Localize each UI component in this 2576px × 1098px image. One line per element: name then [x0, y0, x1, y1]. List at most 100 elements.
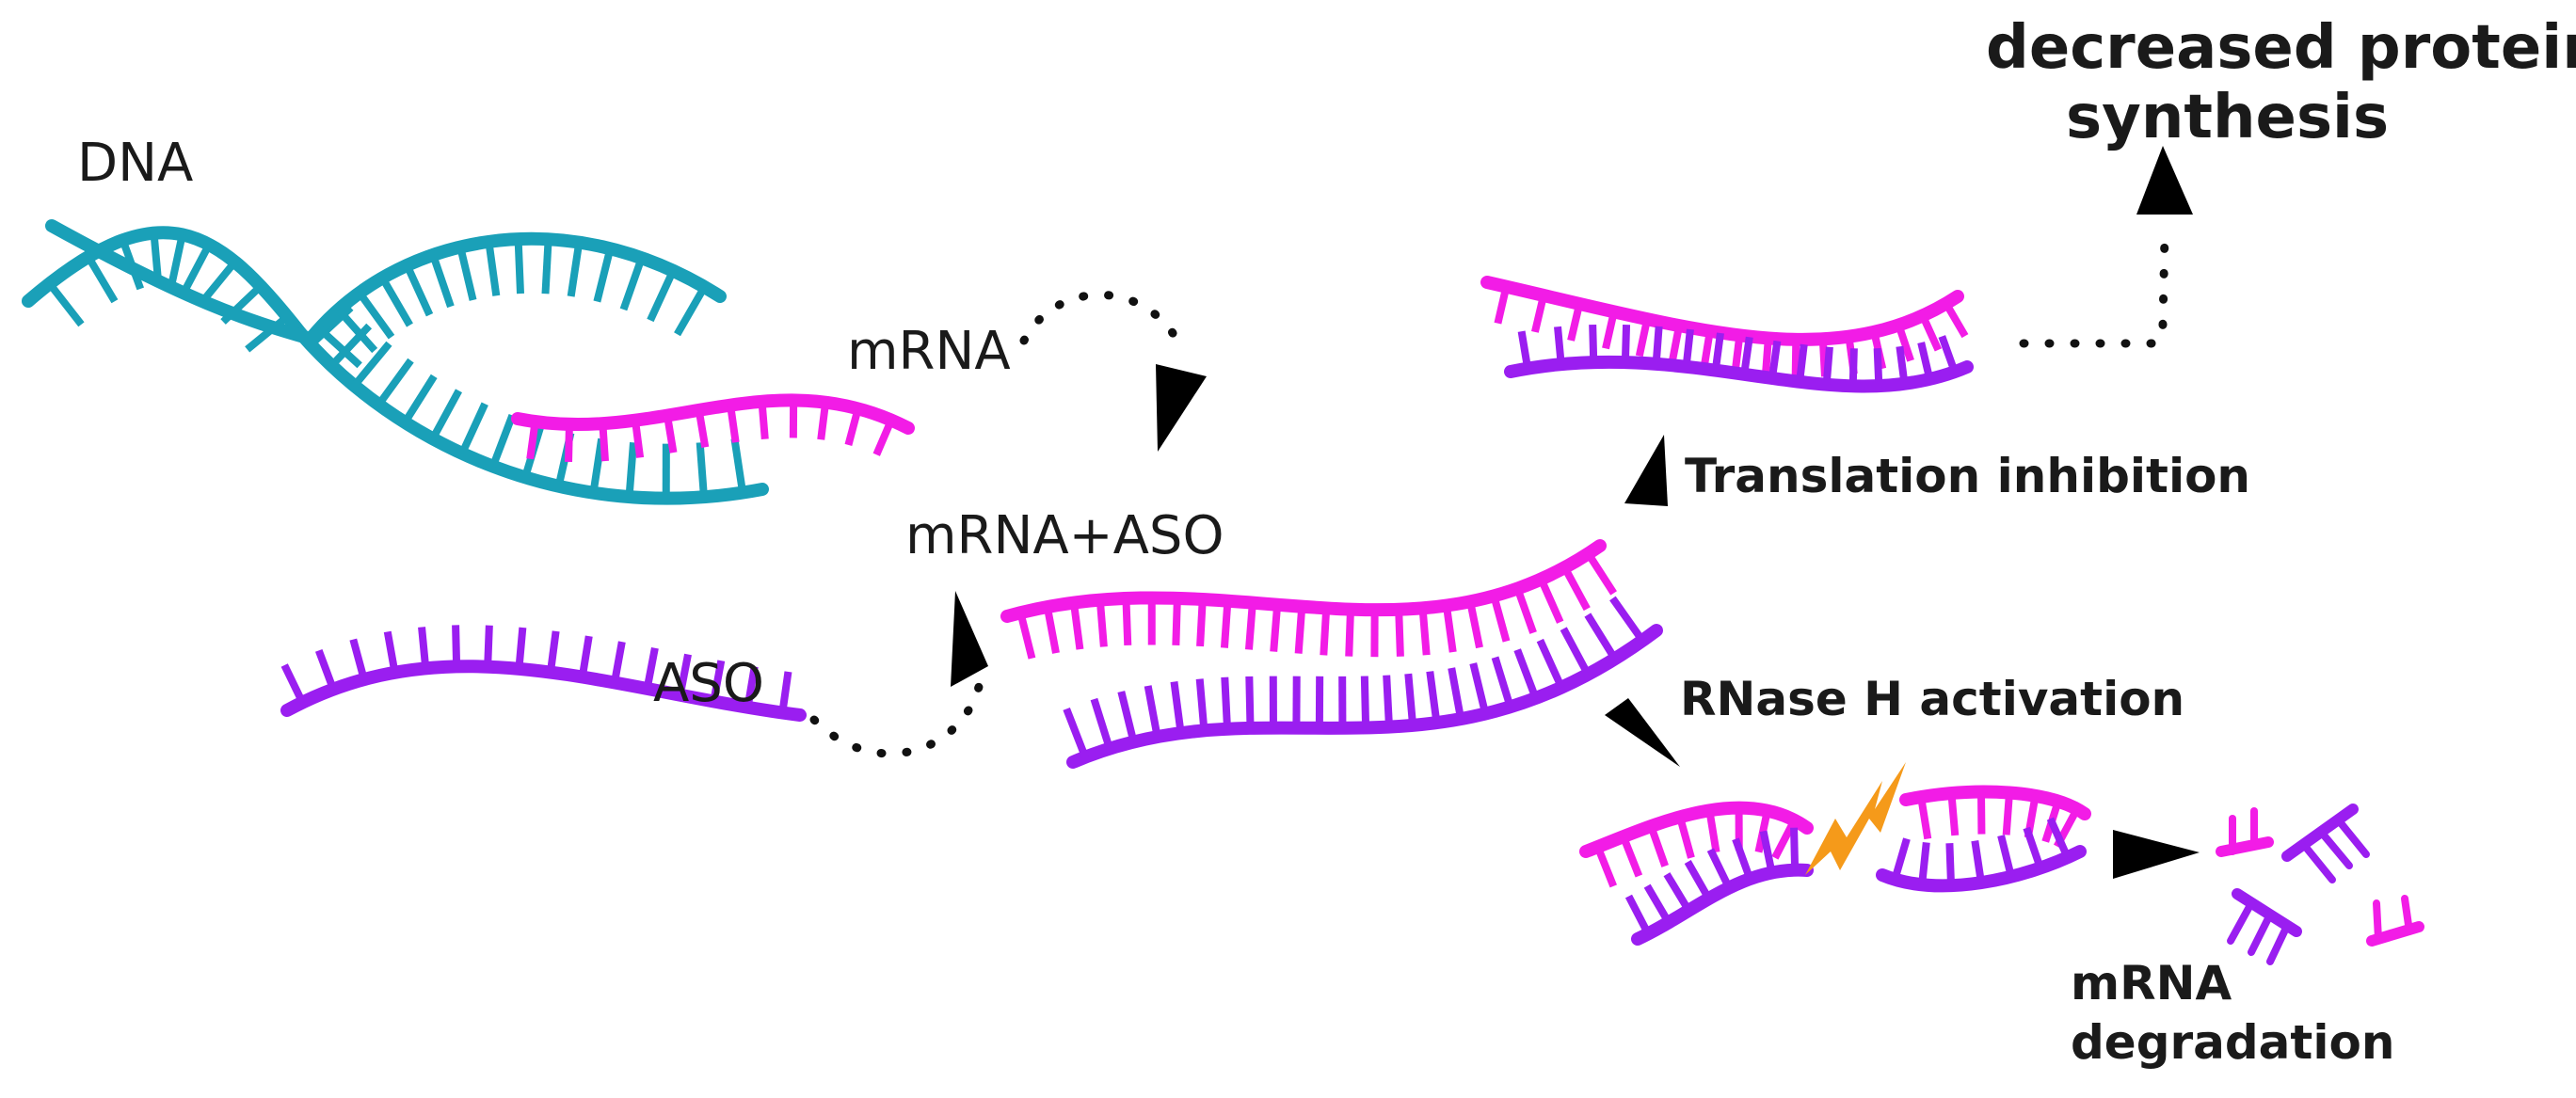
duplex-mrna-base — [1122, 597, 1132, 646]
dna-strand-b2-base — [335, 307, 378, 354]
mrna-transcript — [511, 393, 915, 463]
ti-aso-base — [1938, 335, 1959, 374]
duplex-mrna-base — [1442, 605, 1457, 653]
duplex-mrna-base — [1585, 551, 1617, 596]
dna-strand-b2-base — [647, 269, 677, 323]
aso-base — [744, 665, 759, 708]
ti-aso-base — [1896, 345, 1909, 385]
fragment-aso-a-base — [2300, 841, 2336, 883]
mrna-base — [664, 414, 678, 454]
fragment-aso-b-base — [2248, 911, 2274, 956]
duplex-mrna-base — [1320, 608, 1331, 656]
mrna-base — [817, 402, 830, 440]
arrowhead-rnase — [1605, 698, 1680, 767]
arrowhead-icon — [951, 146, 2200, 879]
duplex-aso-base — [1063, 707, 1089, 759]
degradation-label-line1: mRNA — [2071, 956, 2232, 1010]
duplex-mrna-base — [1560, 565, 1591, 612]
duplex-mrna-base — [1016, 612, 1036, 660]
aso-base — [280, 663, 306, 705]
duplex-aso-base — [1469, 662, 1490, 715]
aso-base — [643, 646, 659, 690]
ti-aso-base — [1873, 348, 1883, 387]
aso-base — [349, 638, 368, 681]
mrna-fragments — [2216, 804, 2424, 965]
duplex-mrna-base — [1294, 606, 1306, 654]
mrna-base — [599, 422, 609, 462]
ti-aso-backbone — [1504, 355, 1974, 393]
aso-base — [676, 653, 692, 696]
cleave-aso-right-base — [1891, 837, 1911, 881]
dna-strand-a2-base — [489, 413, 517, 469]
ti-mrna-base — [1761, 338, 1772, 376]
ti-aso-base — [1768, 340, 1782, 379]
cleave-aso-left-base — [1706, 848, 1733, 890]
duplex-aso-base — [1609, 596, 1646, 644]
ti-aso-base — [1652, 326, 1663, 365]
dna-strand-b2-base — [316, 326, 362, 369]
duplex-aso-base — [1383, 675, 1393, 727]
aso-base — [484, 625, 493, 667]
cleave-aso-left-base — [1643, 883, 1672, 925]
ti-mrna-base — [1731, 334, 1744, 374]
dotted-connectors — [809, 231, 2169, 758]
ti-mrna-base — [1895, 324, 1914, 362]
mrna-base — [565, 423, 573, 463]
mrna-base — [844, 407, 862, 446]
dna-strand-a-base — [168, 233, 186, 286]
aso-label: ASO — [653, 653, 764, 714]
mrna-backbone — [511, 393, 915, 435]
duplex-aso-base — [1245, 676, 1255, 728]
dna-strand-a2-base — [730, 438, 747, 494]
dna-strand-a-base — [245, 313, 290, 353]
dna-helix — [22, 219, 769, 505]
cleave-mrna-right-base — [1947, 792, 1960, 836]
degradation-label-line2: degradation — [2071, 1015, 2394, 1070]
cleave-mrna-left-backbone — [1579, 801, 1814, 858]
arrowhead-protein — [2136, 146, 2193, 215]
connector-inhibition-to-protein — [2019, 231, 2169, 348]
cleave-aso-right-base — [2023, 826, 2044, 869]
mrna-base — [758, 401, 769, 439]
ti-aso-base — [1917, 342, 1934, 380]
dna-strand-b2-base — [619, 256, 646, 311]
fragment-aso-b-base — [2227, 899, 2255, 945]
dna-strand-b2-base — [456, 246, 477, 301]
ti-aso-base — [1682, 328, 1694, 368]
dna-label: DNA — [77, 133, 193, 194]
cleave-mrna-left-base — [1771, 818, 1799, 860]
cleave-aso-left-base — [1732, 837, 1754, 881]
ti-mrna-base — [1700, 330, 1714, 370]
dna-strand-a2-base — [429, 389, 463, 441]
dna-strand-a2-base — [625, 441, 637, 498]
rnase-h-label: RNase H activation — [1680, 672, 2184, 726]
duplex-mrna-base — [1418, 608, 1431, 656]
ti-mrna-base — [1494, 285, 1511, 325]
duplex-aso-base — [1170, 681, 1185, 734]
mrna-base — [727, 405, 740, 443]
dna-strand-a-base — [181, 242, 213, 293]
duplex-mrna-base — [1196, 598, 1207, 647]
duplex-aso-base — [1404, 673, 1417, 726]
translation-inhibited-duplex — [1480, 276, 1974, 393]
duplex-mrna-base — [1096, 599, 1108, 647]
translation-inhibition-label: Translation inhibition — [1685, 449, 2250, 503]
duplex-aso-base — [1144, 685, 1161, 738]
duplex-aso-base — [1513, 648, 1540, 700]
duplex-mrna-base — [1172, 597, 1181, 645]
aso-base — [418, 627, 430, 669]
cleave-aso-left-base — [1624, 894, 1652, 936]
spark-icon — [1805, 762, 1906, 875]
duplex-mrna-base — [1043, 606, 1060, 654]
ti-aso-base — [1589, 324, 1598, 363]
fragment-aso-b-base — [2266, 922, 2291, 965]
dna-strand-a-base — [199, 259, 238, 305]
dna-strand-b2-base — [567, 242, 584, 297]
protein-synthesis-label-line2: synthesis — [2066, 83, 2389, 152]
cleave-mrna-left-base — [1593, 845, 1618, 888]
duplex-mrna-base — [1466, 600, 1483, 649]
cleave-mrna-left-base — [1620, 835, 1643, 878]
ti-mrna-base — [1531, 294, 1547, 333]
dna-strand-a2-base — [376, 358, 414, 407]
connector-aso-to-complex — [809, 682, 984, 758]
